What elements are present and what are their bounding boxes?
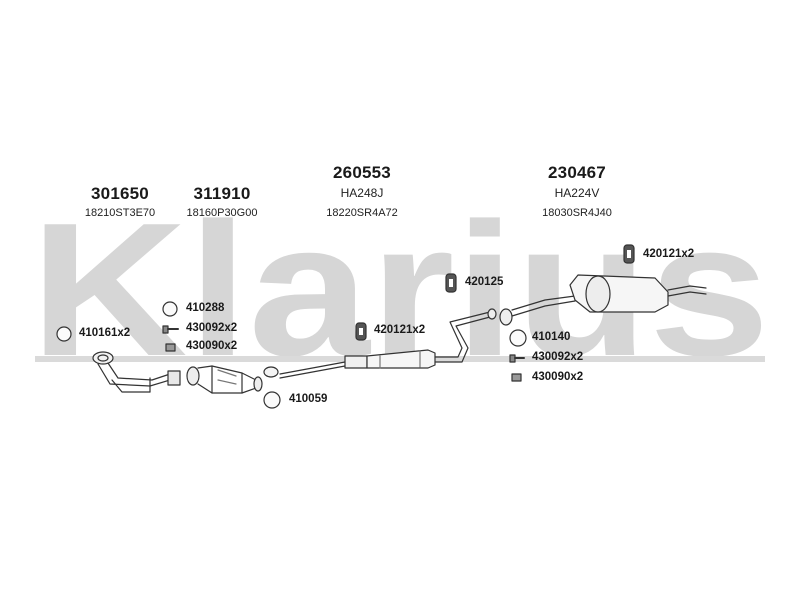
ring-icon [509, 329, 527, 347]
fitting-label-430092x2: 430092x2 [186, 322, 238, 334]
sub-number-HA224V: HA224V [554, 186, 600, 200]
nut-icon [511, 373, 522, 382]
fitting-label-410059: 410059 [289, 393, 328, 405]
fitting-label-420121x2-centre: 420121x2 [374, 324, 426, 336]
fitting-label-430090x2-rear: 430090x2 [532, 371, 584, 383]
rubber-mount-icon [355, 322, 367, 341]
oe-number-18160P30G00: 18160P30G00 [186, 207, 258, 219]
part-number-301650: 301650 [91, 184, 149, 203]
part-number-311910: 311910 [193, 184, 251, 203]
fitting-label-410161x2: 410161x2 [79, 327, 131, 339]
ring-icon [56, 326, 72, 342]
oe-number-18220SR4A72: 18220SR4A72 [326, 207, 398, 219]
fitting-label-420125: 420125 [465, 276, 504, 288]
catalytic-converter-drawing [186, 365, 263, 394]
rubber-mount-icon [623, 244, 635, 264]
oe-number-18210ST3E70: 18210ST3E70 [84, 207, 156, 219]
flange-gasket-drawing [263, 366, 279, 378]
oe-number-18030SR4J40: 18030SR4J40 [542, 207, 612, 219]
sub-number-HA248J: HA248J [340, 186, 384, 200]
fitting-label-420121x2-rear: 420121x2 [643, 248, 695, 260]
front-pipe-drawing [92, 351, 181, 393]
ring-icon [263, 391, 281, 409]
rear-silencer-drawing [499, 274, 707, 326]
ring-icon [162, 301, 178, 317]
fitting-label-410288: 410288 [186, 302, 225, 314]
centre-silencer-drawing [279, 308, 497, 379]
fitting-label-410140: 410140 [532, 331, 571, 343]
fitting-label-430090x2: 430090x2 [186, 340, 238, 352]
bolt-icon [509, 354, 525, 363]
rubber-mount-icon [445, 273, 457, 293]
part-number-260553: 260553 [333, 163, 391, 182]
nut-icon [165, 343, 176, 352]
bolt-icon [162, 325, 179, 334]
fitting-label-430092x2-rear: 430092x2 [532, 351, 584, 363]
part-number-230467: 230467 [548, 163, 606, 182]
